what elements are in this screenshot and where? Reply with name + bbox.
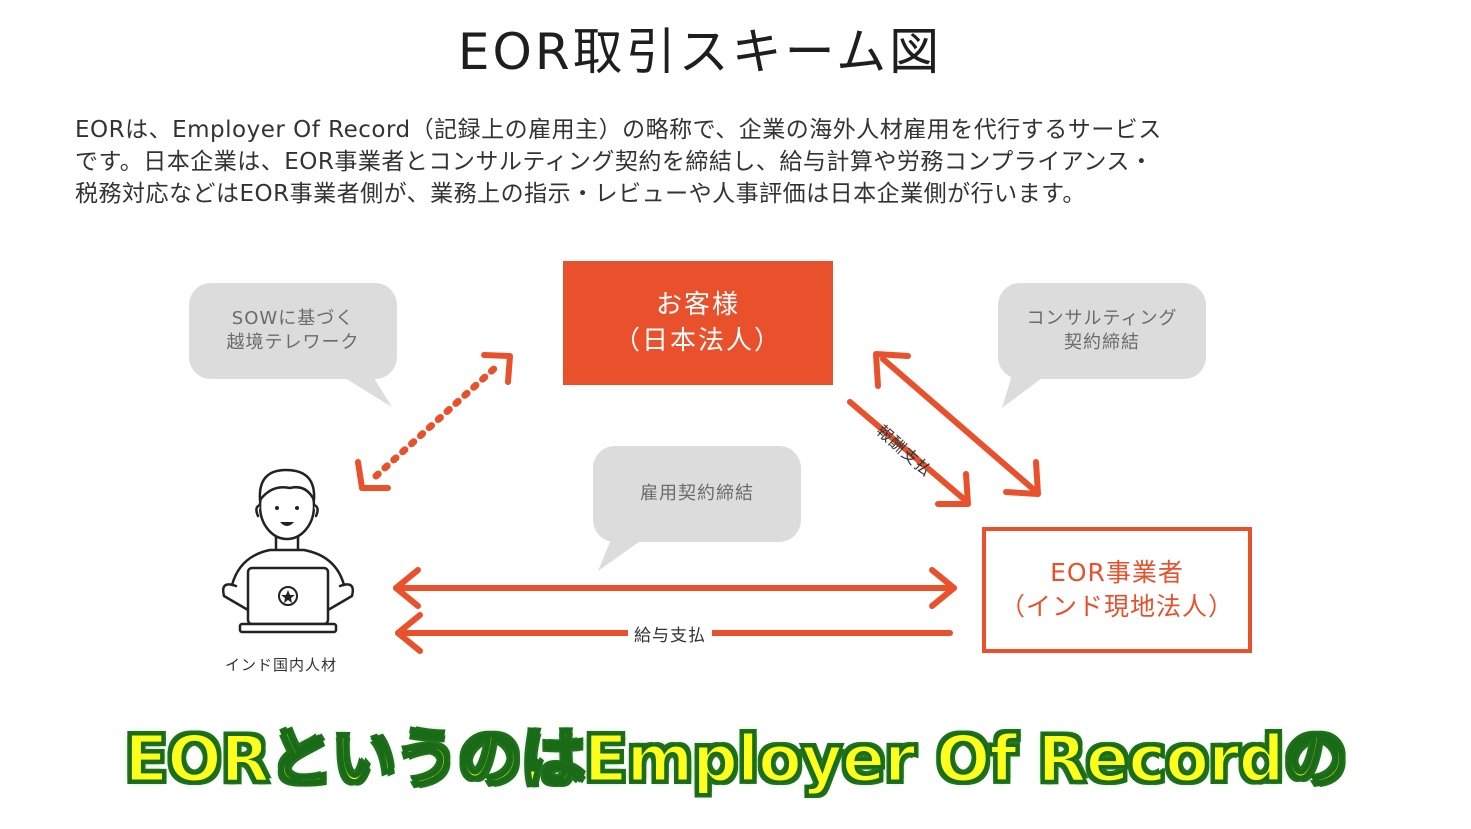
bubble-employment-line1: 雇用契約締結 — [640, 483, 754, 504]
person-label: インド国内人材 — [225, 656, 338, 674]
consulting-double-arrow — [873, 351, 1041, 497]
video-caption: EORというのはEmployer Of Recordの — [123, 722, 1349, 799]
eor-box-line1: EOR事業者 — [1050, 558, 1184, 587]
bubble-employment-tail — [598, 537, 646, 571]
client-box: お客様 （日本法人） — [563, 261, 833, 385]
eor-box: EOR事業者 （インド現地法人） — [982, 527, 1252, 653]
bubble-consulting: コンサルティング 契約締結 — [998, 283, 1206, 379]
bubble-sow-line2: 越境テレワーク — [226, 332, 360, 353]
bubble-employment: 雇用契約締結 — [593, 446, 801, 542]
employment-double-arrow — [393, 567, 957, 609]
eor-box-line2: （インド現地法人） — [999, 592, 1234, 621]
description-line: EORは、Employer Of Record（記録上の雇用主）の略称で、企業の… — [75, 117, 1162, 143]
description-line: 税務対応などはEOR事業者側が、業務上の指示・レビューや人事評価は日本企業側が行… — [75, 181, 1086, 207]
client-box-line1: お客様 — [655, 290, 740, 320]
description-line: です。日本企業は、EOR事業者とコンサルティング契約を締結し、給与計算や労務コン… — [75, 149, 1154, 175]
bubble-sow-line1: SOWに基づく — [231, 308, 355, 329]
telework-dotted-arrow — [355, 352, 513, 491]
bubble-consulting-tail — [1002, 375, 1046, 408]
bubble-sow-tail — [340, 375, 392, 407]
page-title: EOR取引スキーム図 — [457, 23, 943, 81]
bubble-consulting-line2: 契約締結 — [1064, 332, 1140, 353]
description: EORは、Employer Of Record（記録上の雇用主）の略称で、企業の… — [75, 114, 1395, 210]
fee-arrow — [847, 399, 971, 507]
bubble-consulting-line1: コンサルティング — [1026, 308, 1178, 329]
salary-arrow-label: 給与支払 — [628, 621, 712, 646]
bubble-sow: SOWに基づく 越境テレワーク — [189, 283, 397, 379]
client-box-line2: （日本法人） — [613, 326, 782, 356]
